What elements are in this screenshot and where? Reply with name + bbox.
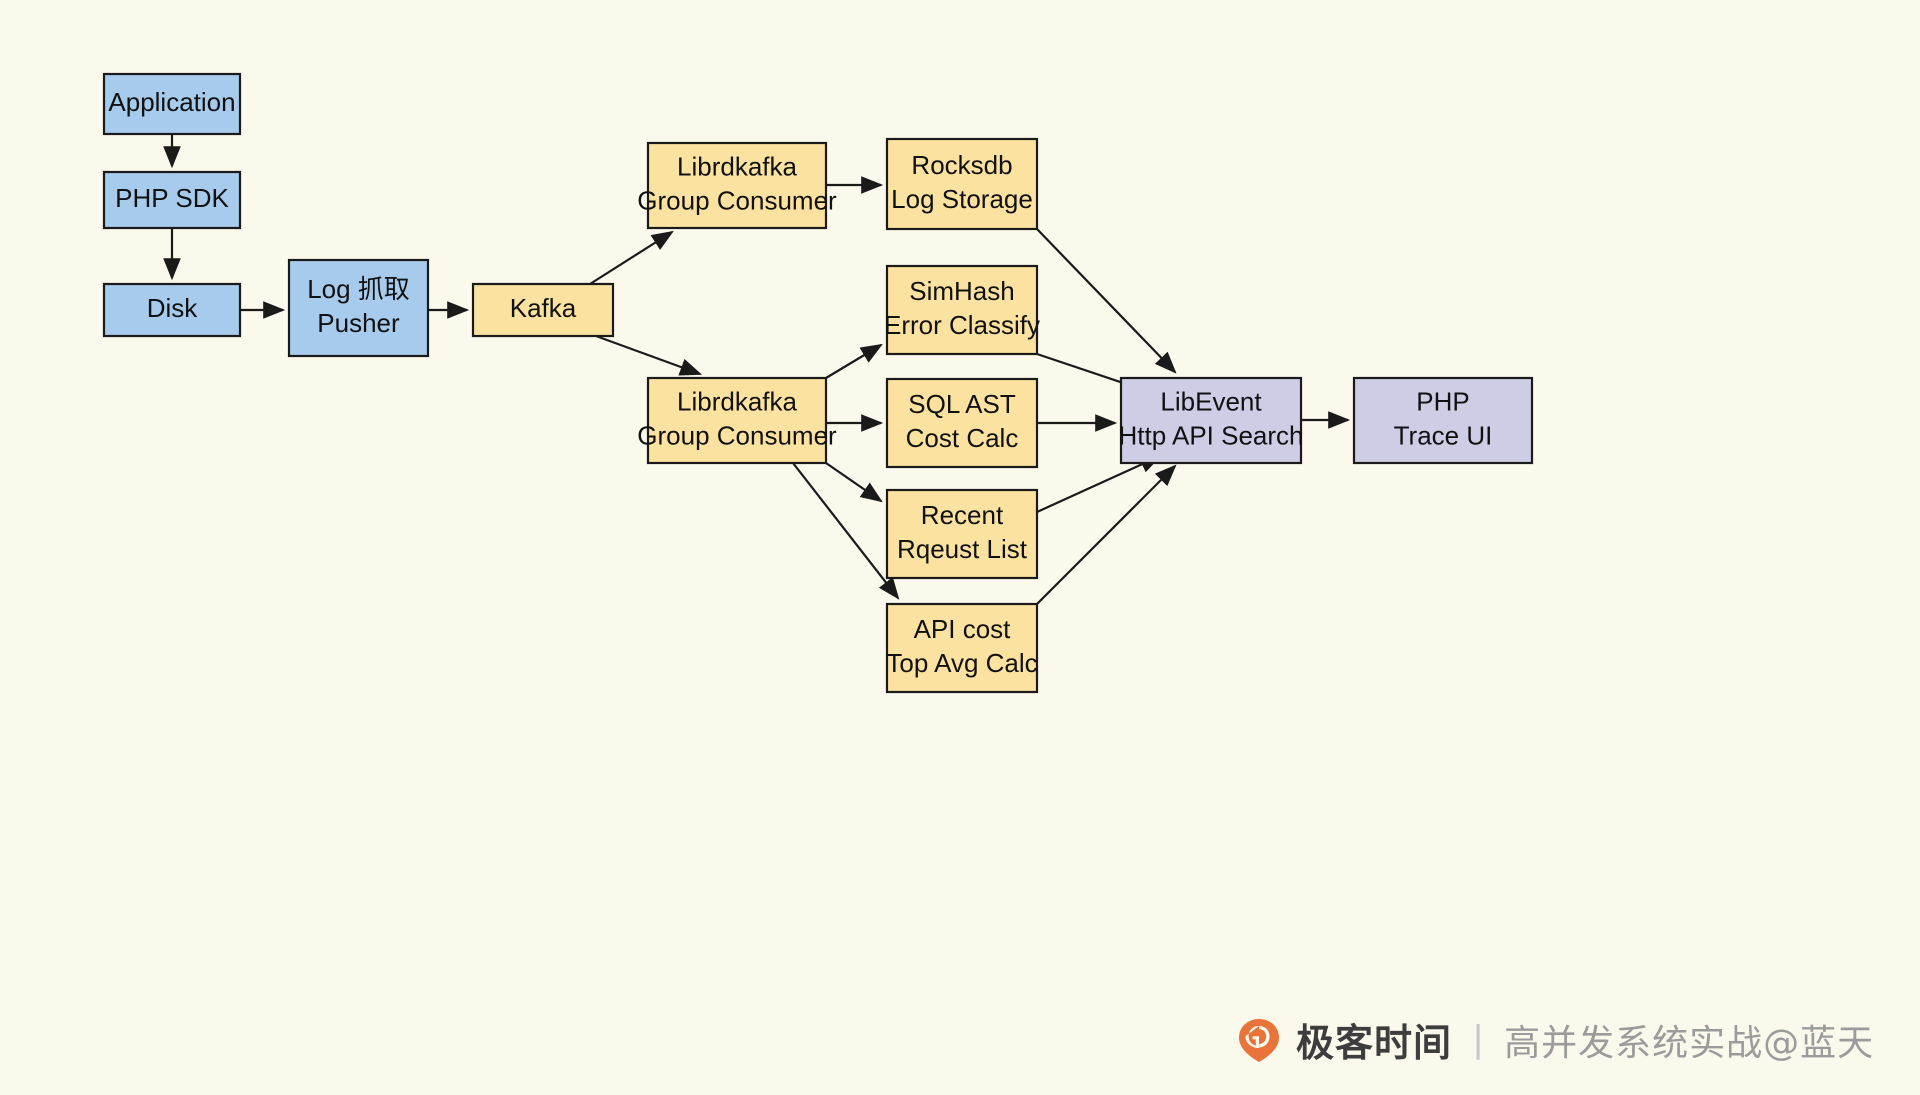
node-php-sdk[interactable]: PHP SDK	[102, 170, 242, 230]
edge-kafka-to-librdkafka-top	[589, 230, 674, 285]
node-box-disk	[102, 282, 242, 338]
node-box-simhash	[885, 264, 1039, 356]
node-box-librdkafka-bottom	[646, 376, 828, 465]
node-label-librdkafka-bottom-line-1: Librdkafka	[677, 386, 797, 416]
node-box-api-cost	[885, 602, 1039, 694]
node-label-librdkafka-bottom-line-2: Group Consumer	[637, 420, 837, 450]
node-label-recent-request-line-2: Rqeust List	[897, 534, 1028, 564]
node-label-simhash-line-1: SimHash	[909, 276, 1014, 306]
node-label-kafka-line-1: Kafka	[510, 293, 577, 323]
node-label-log-pusher-line-2: Pusher	[317, 308, 400, 338]
node-box-librdkafka-top	[646, 141, 828, 230]
node-label-api-cost-line-1: API cost	[914, 614, 1012, 644]
watermark-course: 高并发系统实战@蓝天	[1504, 1022, 1875, 1064]
node-label-libevent-line-1: LibEvent	[1160, 386, 1262, 416]
node-box-sql-ast	[885, 377, 1039, 469]
node-sql-ast[interactable]: SQL AST Cost Calc	[885, 377, 1039, 469]
node-box-php-sdk	[102, 170, 242, 230]
edge-kafka-to-librdkafka-bottom	[595, 334, 703, 376]
node-label-simhash-line-2: Error Classify	[884, 310, 1040, 340]
node-label-log-pusher-line-1: Log 抓取	[307, 274, 410, 304]
node-label-librdkafka-top-line-1: Librdkafka	[677, 151, 797, 181]
edge-recent-request-to-libevent	[1036, 454, 1163, 514]
watermark-brand: 极客时间	[1296, 1021, 1453, 1065]
node-label-recent-request-line-1: Recent	[921, 500, 1004, 530]
edge-librdkafka-bottom-to-recent-request	[825, 462, 883, 503]
node-label-php-trace-ui-line-2: Trace UI	[1394, 420, 1493, 450]
node-label-librdkafka-top-line-2: Group Consumer	[637, 185, 837, 215]
node-label-rocksdb-line-2: Log Storage	[891, 184, 1033, 214]
node-label-php-sdk-line-1: PHP SDK	[115, 183, 229, 213]
node-box-kafka	[471, 282, 615, 338]
node-application[interactable]: Application	[102, 72, 242, 136]
node-box-log-pusher	[287, 258, 430, 358]
node-label-rocksdb-line-1: Rocksdb	[911, 150, 1012, 180]
edge-layer	[163, 134, 1351, 605]
node-label-sql-ast-line-2: Cost Calc	[906, 423, 1019, 453]
node-log-pusher[interactable]: Log 抓取 Pusher	[287, 258, 430, 358]
edge-api-cost-to-libevent	[1036, 464, 1177, 605]
node-label-php-trace-ui-line-1: PHP	[1416, 386, 1469, 416]
node-label-api-cost-line-2: Top Avg Calc	[886, 648, 1037, 678]
node-label-sql-ast-line-1: SQL AST	[908, 389, 1016, 419]
node-box-libevent	[1119, 376, 1303, 465]
node-label-disk-line-1: Disk	[147, 293, 199, 323]
node-disk[interactable]: Disk	[102, 282, 242, 338]
node-box-rocksdb	[885, 137, 1039, 231]
watermark: 极客时间 | 高并发系统实战@蓝天	[1236, 1012, 1874, 1067]
node-box-application	[102, 72, 242, 136]
geekbang-logo-icon	[1236, 1017, 1282, 1063]
edge-librdkafka-bottom-to-simhash	[825, 343, 883, 379]
watermark-separator: |	[1472, 1019, 1485, 1060]
edge-rocksdb-to-libevent	[1036, 228, 1177, 374]
node-box-recent-request	[885, 488, 1039, 580]
node-php-trace-ui[interactable]: PHP Trace UI	[1352, 376, 1534, 465]
node-box-php-trace-ui	[1352, 376, 1534, 465]
node-kafka[interactable]: Kafka	[471, 282, 615, 338]
node-label-application-line-1: Application	[108, 87, 235, 117]
edge-librdkafka-bottom-to-api-cost	[792, 462, 900, 600]
node-label-libevent-line-2: Http API Search	[1119, 420, 1304, 450]
